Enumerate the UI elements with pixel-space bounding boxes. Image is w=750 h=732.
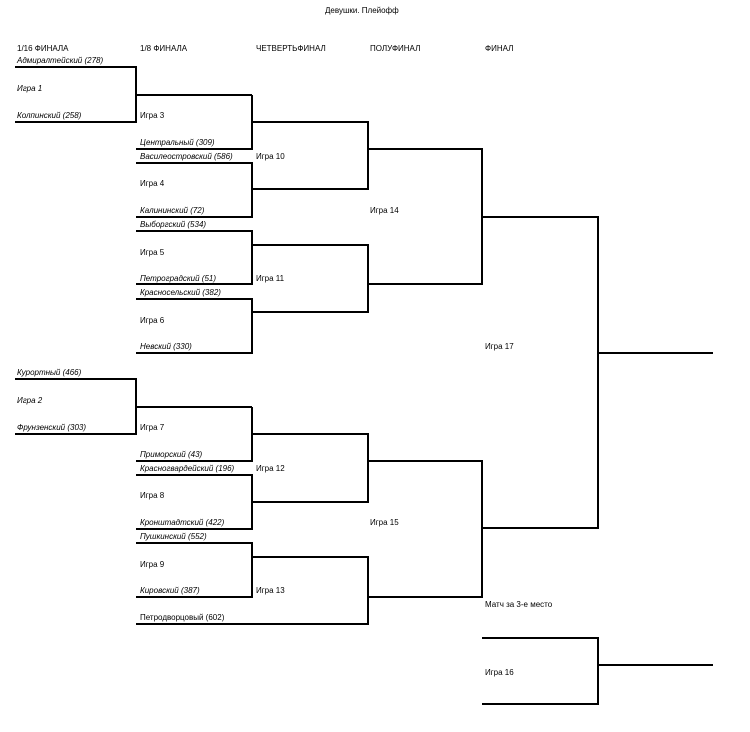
third-place-title: Матч за 3-е место (485, 600, 553, 609)
game-15-bracket (368, 460, 483, 598)
team-name: Красносельский (382) (140, 288, 221, 297)
game-label: Игра 2 (17, 396, 43, 405)
game-12-bracket (252, 433, 369, 503)
team-name: Кировский (387) (140, 586, 200, 595)
game-label: Игра 3 (140, 111, 165, 120)
round-header-r8: 1/8 ФИНАЛА (140, 44, 188, 53)
page-title: Девушки. Плейофф (325, 6, 399, 15)
game-11-bracket (252, 244, 369, 313)
team-name: Пушкинский (552) (140, 532, 207, 541)
game-label: Игра 6 (140, 316, 165, 325)
round-header-sf: ПОЛУФИНАЛ (370, 44, 421, 53)
game-label: Игра 1 (17, 84, 43, 93)
game-label: Игра 8 (140, 491, 165, 500)
game-3-bracket (136, 95, 253, 150)
game-7-bracket (136, 407, 253, 462)
game-13-bracket (136, 556, 369, 625)
game-label: Игра 7 (140, 423, 165, 432)
team-name: Центральный (309) (140, 138, 215, 147)
team-name: Выборгский (534) (140, 220, 207, 229)
game-label: Игра 14 (370, 206, 399, 215)
team-name: Василеостровский (586) (140, 152, 233, 161)
game-label: Игра 9 (140, 560, 165, 569)
game-9-bracket (136, 542, 253, 598)
team-name: Колпинский (258) (17, 111, 82, 120)
team-name-bye: Петродворцовый (602) (140, 613, 225, 622)
game-17-bracket (482, 216, 599, 529)
round-header-r16: 1/16 ФИНАЛА (17, 44, 69, 53)
round-header-qf: ЧЕТВЕРТЬФИНАЛ (256, 44, 326, 53)
team-name: Петроградский (51) (140, 274, 217, 283)
game-10-bracket (252, 121, 369, 190)
team-name: Красногвардейский (196) (140, 464, 235, 473)
game-label: Игра 16 (485, 668, 514, 677)
game-label: Игра 15 (370, 518, 399, 527)
round-header-final: ФИНАЛ (485, 44, 514, 53)
game-label: Игра 12 (256, 464, 285, 473)
game-label: Игра 17 (485, 342, 514, 351)
team-name: Приморский (43) (140, 450, 203, 459)
team-name: Калининский (72) (140, 206, 205, 215)
team-name: Адмиралтейский (278) (17, 56, 104, 65)
team-name: Невский (330) (140, 342, 192, 351)
game-16-bracket (482, 637, 599, 705)
team-name: Курортный (466) (17, 368, 82, 377)
team-name: Кронштадтский (422) (140, 518, 225, 527)
game-label: Игра 5 (140, 248, 165, 257)
game-label: Игра 10 (256, 152, 285, 161)
game-6-bracket (136, 298, 253, 354)
game-label: Игра 11 (256, 274, 285, 283)
game-5-bracket (136, 230, 253, 285)
team-name: Фрунзенский (303) (17, 423, 86, 432)
game-14-bracket (368, 148, 483, 285)
game-label: Игра 4 (140, 179, 165, 188)
game-label: Игра 13 (256, 586, 285, 595)
